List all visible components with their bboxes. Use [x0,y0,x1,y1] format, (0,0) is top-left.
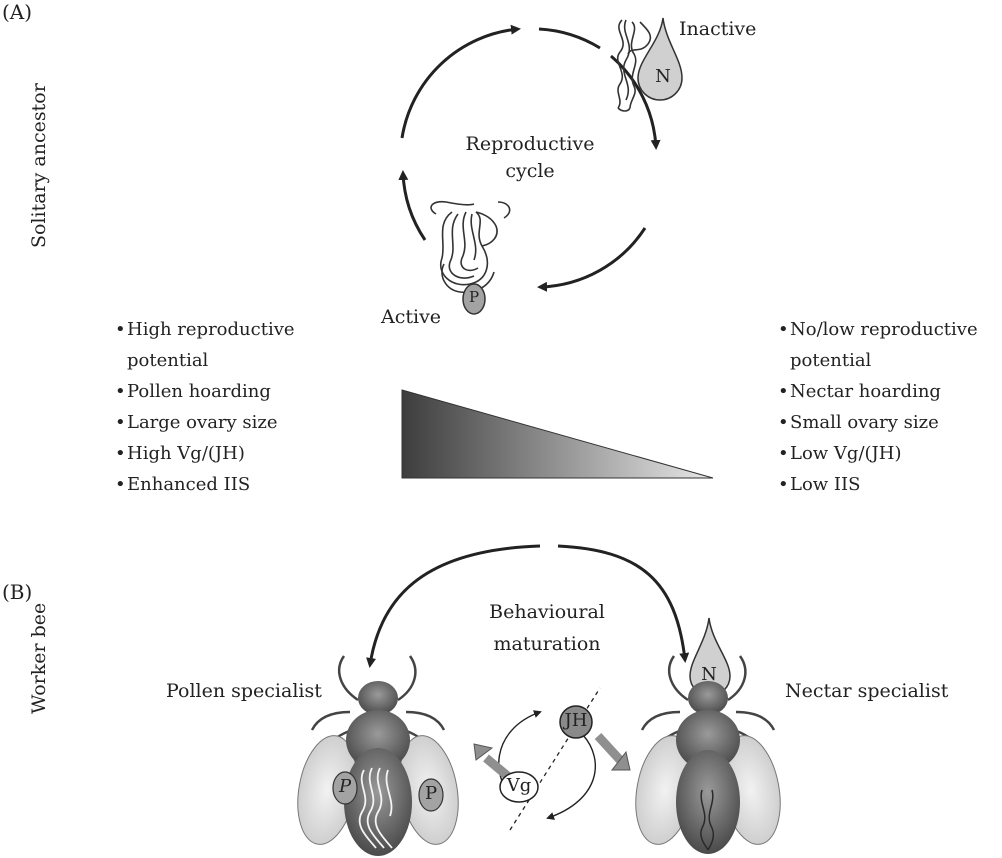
worker-bee-label: Worker bee [28,603,50,714]
left-trait-item: •Large ovary size [115,407,295,438]
reproductive-cycle-line-1: Reproductive [447,131,613,158]
active-ovary-drawing [431,202,510,293]
nectar-drop-b-letter: N [696,664,722,685]
active-label: Active [381,306,441,328]
right-trait-item: •No/low reproductive [778,314,978,345]
left-trait-item: potential [115,345,295,376]
panel-a-label: (A) [2,0,32,24]
right-trait-item: •Nectar hoarding [778,376,978,407]
reproductive-cycle-label: Reproductive cycle [447,131,613,185]
pollen-specialist-label: Pollen specialist [166,680,322,702]
right-trait-item: •Low Vg/(JH) [778,438,978,469]
vg-label: Vg [499,775,539,796]
left-traits-list: •High reproductive potential •Pollen hoa… [115,314,295,500]
left-trait-text: potential [127,350,208,371]
right-trait-text: Low IIS [790,474,860,495]
right-trait-text: Small ovary size [790,412,939,433]
reproductive-gradient-wedge [402,390,713,478]
pollen-ball-letter: P [464,288,484,306]
left-trait-text: Large ovary size [127,412,278,433]
behavioural-maturation-label: Behavioural maturation [462,596,632,660]
panel-b-label: (B) [2,580,32,604]
pollen-right-letter: P [419,783,443,804]
right-trait-item: •Small ovary size [778,407,978,438]
left-trait-text: Enhanced IIS [127,474,250,495]
right-trait-text: Low Vg/(JH) [790,443,901,464]
right-trait-text: Nectar hoarding [790,381,941,402]
right-trait-text: No/low reproductive [790,319,978,340]
behavioural-maturation-line-2: maturation [462,628,632,660]
nectar-specialist-label: Nectar specialist [785,680,948,702]
left-trait-item: •Enhanced IIS [115,469,295,500]
left-trait-text: High Vg/(JH) [127,443,245,464]
jh-vg-feedback-loop [474,688,630,830]
right-trait-text: potential [790,350,871,371]
nectar-drop-letter: N [649,66,677,87]
right-traits-list: •No/low reproductive potential •Nectar h… [778,314,978,500]
nectar-specialist-bee [628,656,788,854]
left-trait-item: •High reproductive [115,314,295,345]
pollen-left-letter: P [333,776,357,797]
nectar-drop-icon [638,18,682,100]
left-trait-item: •Pollen hoarding [115,376,295,407]
left-trait-text: High reproductive [127,319,295,340]
jh-label: JH [556,710,596,731]
inactive-label: Inactive [679,18,756,40]
behavioural-maturation-line-1: Behavioural [462,596,632,628]
left-trait-text: Pollen hoarding [127,381,271,402]
left-trait-item: •High Vg/(JH) [115,438,295,469]
right-trait-item: potential [778,345,978,376]
reproductive-cycle-line-2: cycle [447,158,613,185]
solitary-ancestor-label: Solitary ancestor [28,83,50,248]
right-trait-item: •Low IIS [778,469,978,500]
